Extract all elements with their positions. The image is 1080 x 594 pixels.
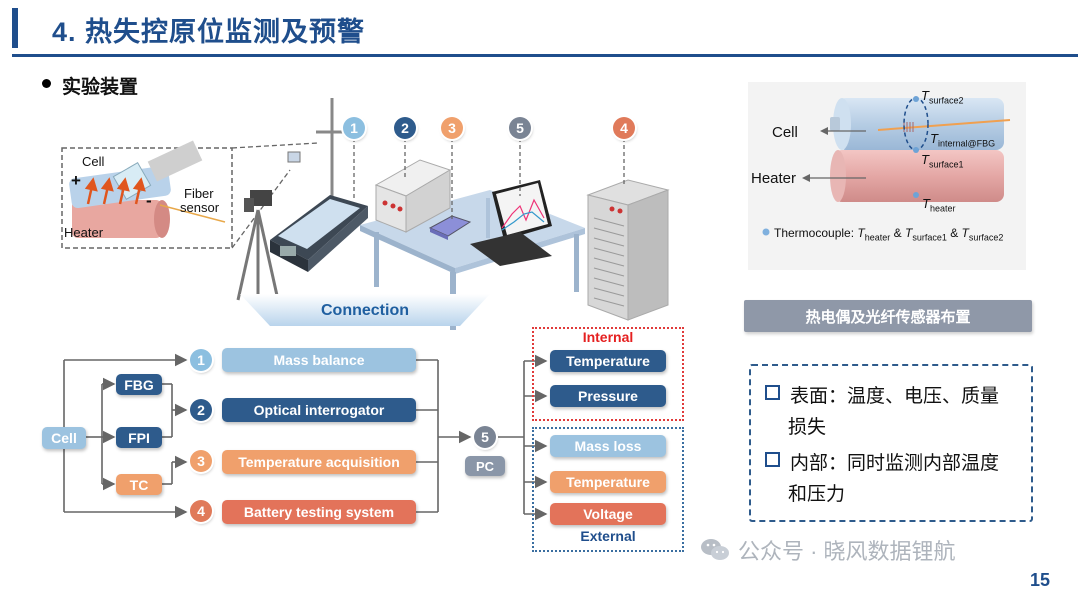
flow-temperature-acquisition: Temperature acquisition <box>222 450 416 474</box>
mass-balance-device <box>270 195 368 272</box>
flow-cell-node: Cell <box>42 427 86 449</box>
badge-1-mass-balance: 1 <box>343 117 365 139</box>
inset-frame <box>61 147 233 249</box>
inset-fiber <box>159 204 226 223</box>
flow-fbg-node: FBG <box>116 374 162 395</box>
fbg-fiber <box>877 119 1011 131</box>
internal-group-frame <box>532 327 684 421</box>
optical-interrogator-device <box>374 159 452 233</box>
thermocouple-legend: Thermocouple: Theater & Tsurface1 & Tsur… <box>774 226 1004 243</box>
sensor-layout-diagram <box>762 96 1011 236</box>
inset-clip <box>147 140 203 182</box>
flow-battery-testing-system: Battery testing system <box>222 500 416 524</box>
flow-step-3-badge: 3 <box>190 450 212 472</box>
inset-heater-label: Heater <box>64 225 104 240</box>
t-internal-label: Tinternal@FBG <box>930 131 996 149</box>
external-group-label: External <box>580 528 636 544</box>
cell-cylinder <box>838 98 1004 150</box>
sensor-layout-caption: 热电偶及光纤传感器布置 <box>744 300 1032 332</box>
output-mass-loss: Mass loss <box>550 435 666 457</box>
laptop-pc <box>470 180 552 266</box>
output-internal-temperature: Temperature <box>550 350 666 372</box>
flow-fpi-node: FPI <box>116 427 162 448</box>
heat-arrows <box>84 177 146 205</box>
battery-testing-cabinet <box>586 179 670 321</box>
inset-fiber-label: Fiber <box>184 186 214 201</box>
checkbox-square-icon <box>765 385 780 400</box>
title-divider <box>12 54 1078 57</box>
badge-4-battery-tester: 4 <box>613 117 635 139</box>
badge-5-pc: 5 <box>509 117 531 139</box>
note-surface-cont: 损失 <box>788 417 827 438</box>
output-internal-pressure: Pressure <box>550 385 666 407</box>
t-surface1-label: Tsurface1 <box>921 152 964 170</box>
note-surface: 表面：温度、电压、质量 <box>765 382 999 412</box>
title-accent-bar <box>12 8 18 48</box>
flow-tc-node: TC <box>116 474 162 495</box>
connection-banner <box>240 294 490 326</box>
t-surface2-label: Tsurface2 <box>921 88 964 106</box>
camera-tripod <box>236 190 280 305</box>
inset-plus-sign: + <box>71 171 81 190</box>
external-group-frame <box>532 427 684 552</box>
monitoring-notes-box: 表面：温度、电压、质量 损失 内部：同时监测内部温度 和压力 <box>749 364 1033 522</box>
inset-sensor-label: sensor <box>180 200 220 215</box>
checkbox-square-icon <box>765 452 780 467</box>
heater-cylinder <box>834 150 1004 202</box>
inset-heater-cylinder <box>72 200 162 238</box>
t-heater-label: Theater <box>922 196 956 214</box>
output-external-temperature: Temperature <box>550 471 666 493</box>
flow-pc-badge: 5 <box>474 426 496 448</box>
section-heading: 实验装置 <box>62 77 139 98</box>
internal-group-label: Internal <box>582 329 634 345</box>
badge-2-interrogator: 2 <box>394 117 416 139</box>
wechat-icon <box>701 539 729 560</box>
experimental-setup-illustration <box>61 98 670 330</box>
page-title: 4. 热失控原位监测及预警 <box>52 17 366 47</box>
flow-mass-balance: Mass balance <box>222 348 416 372</box>
output-voltage: Voltage <box>550 503 666 525</box>
bullet-icon <box>42 79 51 88</box>
sensor-heater-label: Heater <box>751 170 797 187</box>
inset-minus-sign: - <box>146 191 152 210</box>
flow-optical-interrogator: Optical interrogator <box>222 398 416 422</box>
sensor-cell-label: Cell <box>772 124 798 141</box>
note-internal: 内部：同时监测内部温度 <box>765 449 999 479</box>
badge-3-acquisition: 3 <box>441 117 463 139</box>
inset-cell-label: Cell <box>82 154 105 169</box>
flow-step-4-badge: 4 <box>190 500 212 522</box>
flow-pc-node: PC <box>465 456 505 476</box>
flow-step-2-badge: 2 <box>190 399 212 421</box>
connection-label: Connection <box>321 302 409 319</box>
page-number: 15 <box>1030 570 1051 590</box>
note-internal-cont: 和压力 <box>788 484 846 505</box>
temperature-acquisition-device <box>428 215 472 240</box>
wechat-watermark: 公众号 · 晓风数据锂航 <box>700 534 956 566</box>
flow-connectors <box>63 353 548 521</box>
flow-step-1-badge: 1 <box>190 349 212 371</box>
